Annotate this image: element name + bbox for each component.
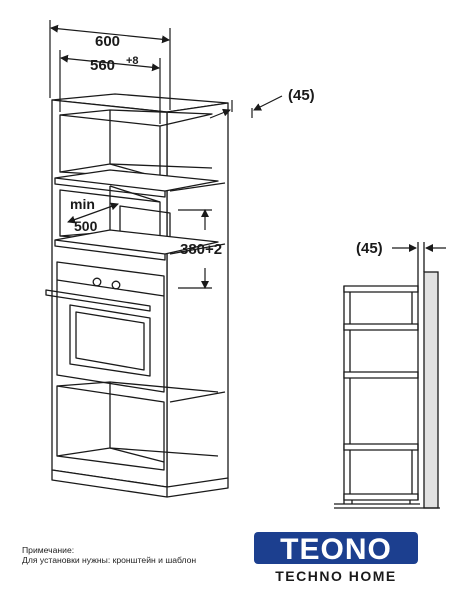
- note-text: Для установки нужны: кронштейн и шаблон: [22, 555, 197, 565]
- logo-tagline: TECHNO HOME: [275, 568, 397, 584]
- brand-logo: TEONO TECHNO HOME: [254, 532, 418, 584]
- side-section-view: [334, 242, 446, 509]
- note-title: Примечание:: [22, 545, 75, 555]
- dim-width-niche-tolerance: +8: [126, 55, 139, 67]
- dim-width-total: 600: [95, 33, 120, 50]
- dim-depth-offset-side: (45): [356, 240, 383, 257]
- installation-note: Примечание: Для установки нужны: кронште…: [22, 545, 244, 565]
- dimension-lines: [49, 20, 283, 289]
- wall: [423, 271, 439, 509]
- logo-brand: TEONO: [280, 533, 392, 566]
- dim-min-value: 500: [74, 218, 98, 234]
- dim-height-niche: 380+2: [180, 241, 222, 258]
- dim-width-niche: 560: [90, 57, 115, 74]
- dim-min-label: min: [70, 196, 95, 212]
- cabinet-column: [45, 93, 229, 498]
- dim-depth-offset-main: (45): [288, 87, 315, 104]
